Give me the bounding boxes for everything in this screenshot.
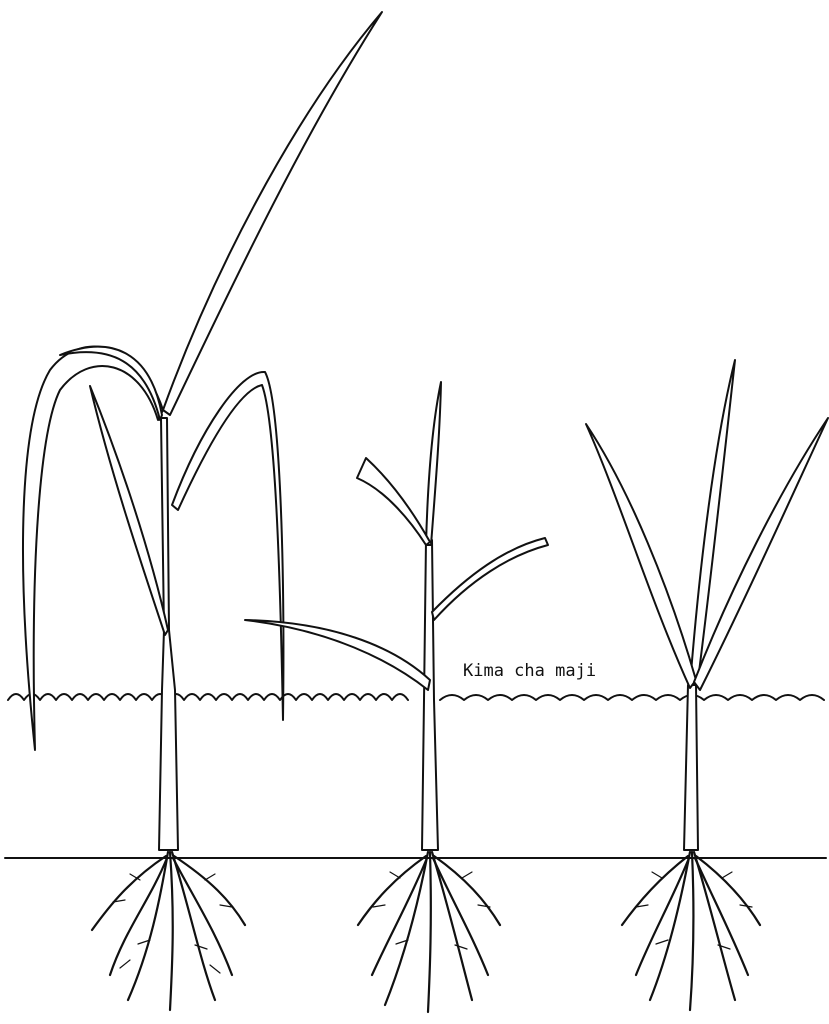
stem — [422, 540, 438, 850]
water-level-label: Kima cha maji — [463, 661, 596, 681]
leaf — [172, 372, 283, 720]
roots — [92, 852, 245, 1010]
leaf — [357, 458, 430, 545]
rice-plant-tall — [23, 12, 382, 1010]
leaf — [245, 620, 430, 690]
stem — [159, 418, 178, 850]
roots — [622, 852, 760, 1010]
leaf — [90, 386, 168, 635]
leaf — [426, 382, 441, 545]
leaf — [163, 12, 382, 415]
water-surface-line — [8, 694, 824, 700]
roots — [358, 852, 500, 1012]
stem — [684, 685, 698, 850]
rice-plant-medium — [245, 382, 548, 1012]
leaf — [432, 538, 548, 620]
rice-plant-short — [586, 360, 828, 1010]
leaf — [586, 424, 696, 688]
